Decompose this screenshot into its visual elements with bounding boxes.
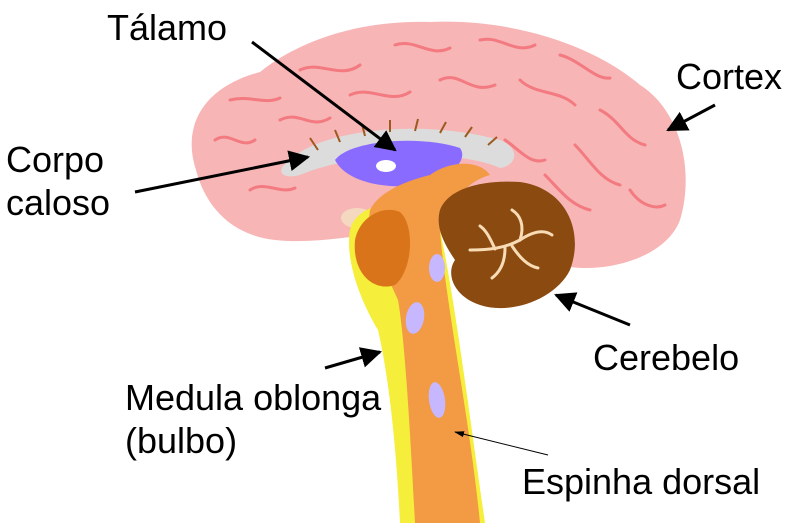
label-medula-line2: (bulbo) xyxy=(125,420,238,461)
arrow-cerebelo xyxy=(554,292,631,327)
cerebellum-arbor xyxy=(468,208,554,280)
thalamus-nucleus xyxy=(376,160,396,172)
label-corpo-caloso-line2: caloso xyxy=(6,182,111,223)
label-medula-line1: Medula oblonga xyxy=(125,377,382,418)
arrow-medula xyxy=(324,347,383,370)
label-espinha-dorsal: Espinha dorsal xyxy=(522,461,761,502)
label-cerebelo: Cerebelo xyxy=(593,337,740,378)
label-corpo-caloso-line1: Corpo xyxy=(6,139,105,180)
arrow-talamo xyxy=(251,40,397,152)
pons xyxy=(354,209,411,287)
arrow-espinha xyxy=(454,431,549,456)
cortex-gyri xyxy=(213,37,667,212)
label-cortex: Cortex xyxy=(676,56,783,97)
brainstem-nuclei xyxy=(405,254,446,418)
arrow-corpo-caloso xyxy=(134,150,311,194)
label-talamo: Tálamo xyxy=(107,7,228,48)
arrow-cortex xyxy=(666,103,716,132)
